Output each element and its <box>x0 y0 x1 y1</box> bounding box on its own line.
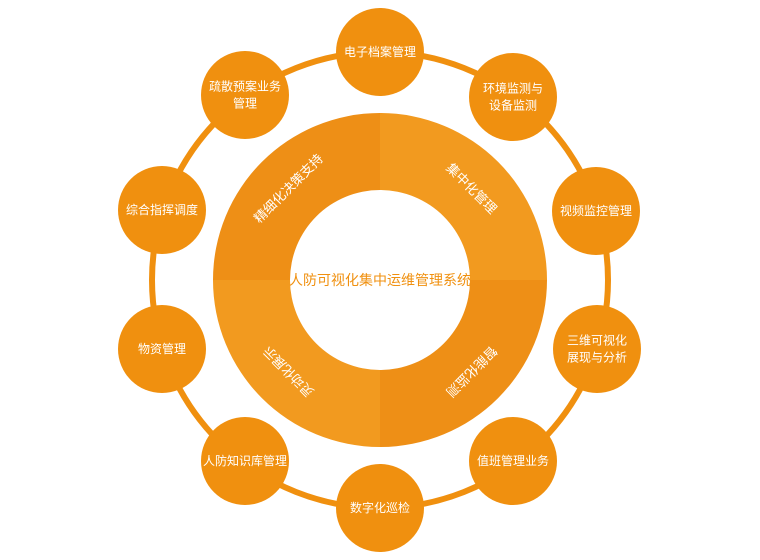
module-node-duty-management[interactable]: 值班管理业务 <box>469 417 557 505</box>
module-label-line: 数字化巡检 <box>350 500 410 515</box>
module-circle <box>201 417 289 505</box>
module-circle <box>469 417 557 505</box>
module-node-materials-management[interactable]: 物资管理 <box>118 305 206 393</box>
ring-segment-centralized-management <box>380 113 547 280</box>
module-label-line: 值班管理业务 <box>477 453 549 468</box>
module-circle <box>553 305 641 393</box>
module-node-video-surveillance[interactable]: 视频监控管理 <box>552 167 640 255</box>
module-label-line: 物资管理 <box>138 341 186 356</box>
module-node-environment-equipment-monitoring[interactable]: 环境监测与 设备监测 <box>469 53 557 141</box>
module-node-knowledge-base[interactable]: 人防知识库管理 <box>201 417 289 505</box>
module-node-digital-inspection[interactable]: 数字化巡检 <box>336 464 424 552</box>
module-node-evacuation-plan[interactable]: 疏散预案业务 管理 <box>201 51 289 139</box>
module-circle <box>201 51 289 139</box>
module-node-command-dispatch[interactable]: 综合指挥调度 <box>118 166 206 254</box>
ring-segment-dynamic-display <box>213 280 380 447</box>
module-label-line: 环境监测与 <box>483 81 543 96</box>
core-ring <box>213 113 547 447</box>
module-label-line: 三维可视化 <box>567 333 627 348</box>
module-circle <box>552 167 640 255</box>
module-circle <box>118 166 206 254</box>
module-label-line: 展现与分析 <box>567 351 627 365</box>
module-nodes: 电子档案管理 环境监测与 设备监测 视频监控管理 三维可视化 展现与分析 值班管… <box>118 8 641 552</box>
module-label-line: 综合指挥调度 <box>126 202 198 217</box>
module-label-line: 电子档案管理 <box>344 44 416 59</box>
module-label-line: 设备监测 <box>489 99 537 113</box>
module-label-line: 人防知识库管理 <box>203 453 287 468</box>
ring-segment-intelligent-monitoring <box>380 280 547 447</box>
module-circle <box>336 464 424 552</box>
center-title: 人防可视化集中运维管理系统 <box>289 272 471 289</box>
module-circle <box>336 8 424 96</box>
module-node-3d-visualization[interactable]: 三维可视化 展现与分析 <box>553 305 641 393</box>
module-label-line: 视频监控管理 <box>560 203 632 218</box>
module-circle <box>118 305 206 393</box>
ring-segment-decision-support <box>213 113 380 280</box>
module-label-line: 管理 <box>233 96 257 111</box>
module-circle <box>469 53 557 141</box>
module-node-electronic-archives[interactable]: 电子档案管理 <box>336 8 424 96</box>
module-label-line: 疏散预案业务 <box>209 79 281 94</box>
